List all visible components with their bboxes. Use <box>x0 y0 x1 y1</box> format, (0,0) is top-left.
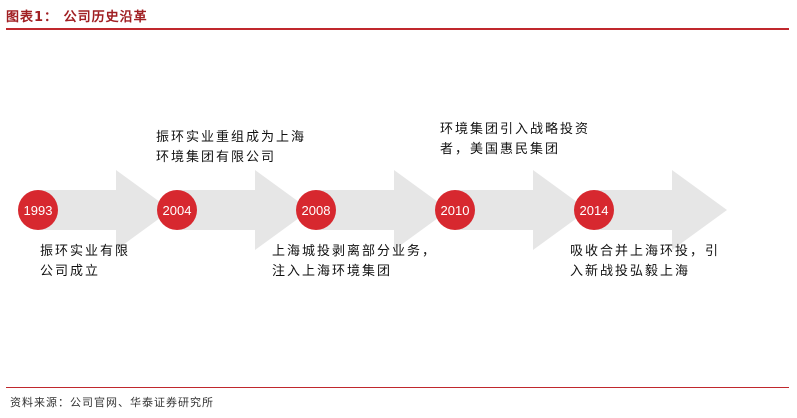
timeline-arrow-2008 <box>316 170 449 250</box>
figure-title: 图表1： 公司历史沿革 <box>6 10 148 25</box>
bottom-divider <box>6 387 789 388</box>
milestone-circle-2010 <box>435 190 475 230</box>
milestone-year-2010: 2010 <box>441 203 470 218</box>
event-line: 者，美国惠民集团 <box>440 142 561 157</box>
milestone-year-2004: 2004 <box>163 203 192 218</box>
timeline-arrow-1993 <box>38 170 171 250</box>
milestone-event-2010: 环境集团引入战略投资者，美国惠民集团 <box>440 120 590 160</box>
event-line: 注入上海环境集团 <box>272 264 393 279</box>
milestone-event-2014: 吸收合并上海环投，引入新战投弘毅上海 <box>570 242 720 282</box>
event-line: 公司成立 <box>40 264 101 279</box>
milestone-circle-2008 <box>296 190 336 230</box>
top-divider <box>6 28 789 30</box>
milestone-event-2008: 上海城投剥离部分业务， 注入上海环境集团 <box>272 242 437 282</box>
event-line: 环境集团有限公司 <box>156 150 277 165</box>
source-note: 资料来源：公司官网、华泰证券研究所 <box>10 396 214 409</box>
event-line: 振环实业重组成为上海 <box>156 130 307 145</box>
milestone-year-2008: 2008 <box>302 203 331 218</box>
event-line: 上海城投剥离部分业务， <box>272 244 438 259</box>
milestone-year-2014: 2014 <box>580 203 609 218</box>
milestone-circle-2014 <box>574 190 614 230</box>
event-line: 吸收合并上海环投，引 <box>570 244 721 259</box>
event-line: 环境集团引入战略投资 <box>440 122 591 137</box>
timeline-arrow-2014 <box>594 170 727 250</box>
milestone-circle-1993 <box>18 190 58 230</box>
event-line: 入新战投弘毅上海 <box>570 264 691 279</box>
arrows-layer <box>38 170 727 250</box>
timeline-arrow-2010 <box>455 170 588 250</box>
milestone-event-1993: 振环实业有限公司成立 <box>40 242 130 282</box>
milestone-year-1993: 1993 <box>24 203 53 218</box>
milestone-circle-2004 <box>157 190 197 230</box>
milestones-layer: 1993 2004 2008 2010 2014 <box>18 190 614 230</box>
milestone-event-2004: 振环实业重组成为上海环境集团有限公司 <box>156 128 306 168</box>
event-line: 振环实业有限 <box>40 244 131 259</box>
timeline-arrow-2004 <box>177 170 310 250</box>
